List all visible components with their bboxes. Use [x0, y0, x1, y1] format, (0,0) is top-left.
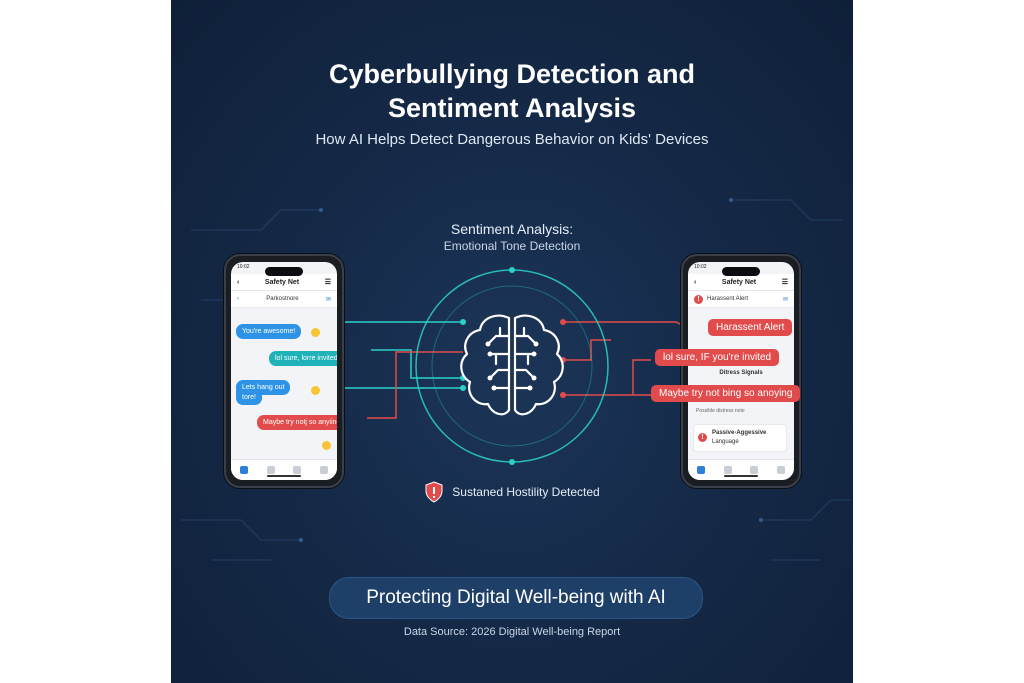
emoji-icon: [311, 328, 320, 337]
home-tab-icon[interactable]: [240, 466, 249, 474]
back-icon[interactable]: ‹: [694, 278, 697, 286]
left-phone-screen: 10:02 ‹ Safety Net ☰ ‹ Parkostnore ✉ You…: [231, 262, 337, 480]
right-phone-screen: 10:02 ‹ Safety Net ☰ ! Harassent Alert ✉…: [688, 262, 794, 480]
contact-name: Parkostnore: [266, 296, 299, 302]
home-indicator: [267, 475, 301, 477]
message-bubble[interactable]: Maybe try notj so anyiing: [257, 415, 337, 430]
alert-header: ! Harassent Alert ✉: [688, 291, 794, 308]
card-title-line-1: Passive-Aggessive: [712, 430, 767, 436]
brain-ring-inner: [431, 285, 593, 447]
app-bar: ‹ Safety Net ☰: [231, 274, 337, 291]
brain-circuit-icon: [460, 314, 564, 416]
settings-tab-icon[interactable]: [776, 466, 785, 474]
files-tab-icon[interactable]: [750, 466, 759, 474]
message-bubble[interactable]: tore!: [236, 390, 263, 405]
small-row: Possible distress note: [696, 408, 745, 414]
alerts-tab-icon[interactable]: [723, 466, 732, 474]
page-subtitle: How AI Helps Detect Dangerous Behavior o…: [315, 131, 709, 148]
message-bubble[interactable]: You're awesome!: [236, 324, 302, 339]
menu-icon[interactable]: ☰: [324, 279, 331, 286]
alert-icon: !: [698, 433, 707, 442]
harassment-flag[interactable]: Harassent Alert: [708, 319, 793, 336]
mail-icon[interactable]: ✉: [782, 296, 788, 303]
data-source: Data Source: 2026 Digital Well-being Rep…: [403, 626, 621, 638]
brain-ring-outer: [415, 269, 609, 463]
menu-icon[interactable]: ☰: [781, 279, 788, 286]
tab-bar: [688, 459, 794, 480]
shield-alert-icon: [425, 481, 443, 503]
chevron-left-icon[interactable]: ‹: [237, 296, 239, 302]
tab-bar: [231, 459, 337, 480]
app-title: Safety Net: [721, 278, 757, 286]
section-title: Sentiment Analysis:: [450, 221, 574, 237]
warning-text: Sustaned Hostility Detected: [452, 485, 600, 499]
alert-icon: !: [694, 294, 703, 304]
circuit-background: [181, 198, 851, 561]
hostility-warning: Sustaned Hostility Detected: [171, 481, 853, 503]
right-phone: 10:02 ‹ Safety Net ☰ ! Harassent Alert ✉…: [681, 254, 801, 488]
card-title-line-2: Language: [712, 439, 739, 445]
alert-header-label: Harassent Alert: [707, 296, 749, 302]
status-time: 10:02: [694, 264, 707, 270]
app-bar: ‹ Safety Net ☰: [688, 274, 794, 291]
home-tab-icon[interactable]: [697, 466, 706, 474]
annoying-flag[interactable]: Maybe try not bing so anoying: [651, 385, 801, 402]
back-icon[interactable]: ‹: [237, 278, 240, 286]
page-title-line-1: Cyberbullying Detection and: [328, 59, 696, 89]
left-phone: 10:02 ‹ Safety Net ☰ ‹ Parkostnore ✉ You…: [224, 254, 344, 488]
conversation-header: ‹ Parkostnore ✉: [231, 291, 337, 308]
messages-tab-icon[interactable]: [266, 466, 275, 474]
infographic-panel: Cyberbullying Detection and Sentiment An…: [171, 0, 853, 683]
message-bubble[interactable]: lol sure, lorre invited: [269, 351, 337, 366]
profile-tab-icon[interactable]: [319, 466, 328, 474]
passive-aggressive-card[interactable]: ! Passive-Aggessive Language: [693, 424, 787, 452]
page-title-line-2: Sentiment Analysis: [387, 93, 637, 123]
phone-notch: [722, 267, 760, 276]
files-tab-icon[interactable]: [293, 466, 302, 474]
phone-notch: [265, 267, 303, 276]
mail-icon[interactable]: ✉: [325, 296, 331, 303]
cta-banner[interactable]: Protecting Digital Well-being with AI: [329, 577, 703, 619]
app-title: Safety Net: [264, 278, 300, 286]
emoji-icon: [322, 441, 331, 450]
emoji-icon: [311, 386, 320, 395]
invite-flag[interactable]: lol sure, IF you're invited: [655, 349, 780, 366]
section-subtitle: Emotional Tone Detection: [443, 239, 581, 253]
home-indicator: [724, 475, 758, 477]
status-time: 10:02: [237, 264, 250, 270]
distress-label: Ditress Signals: [719, 370, 763, 376]
